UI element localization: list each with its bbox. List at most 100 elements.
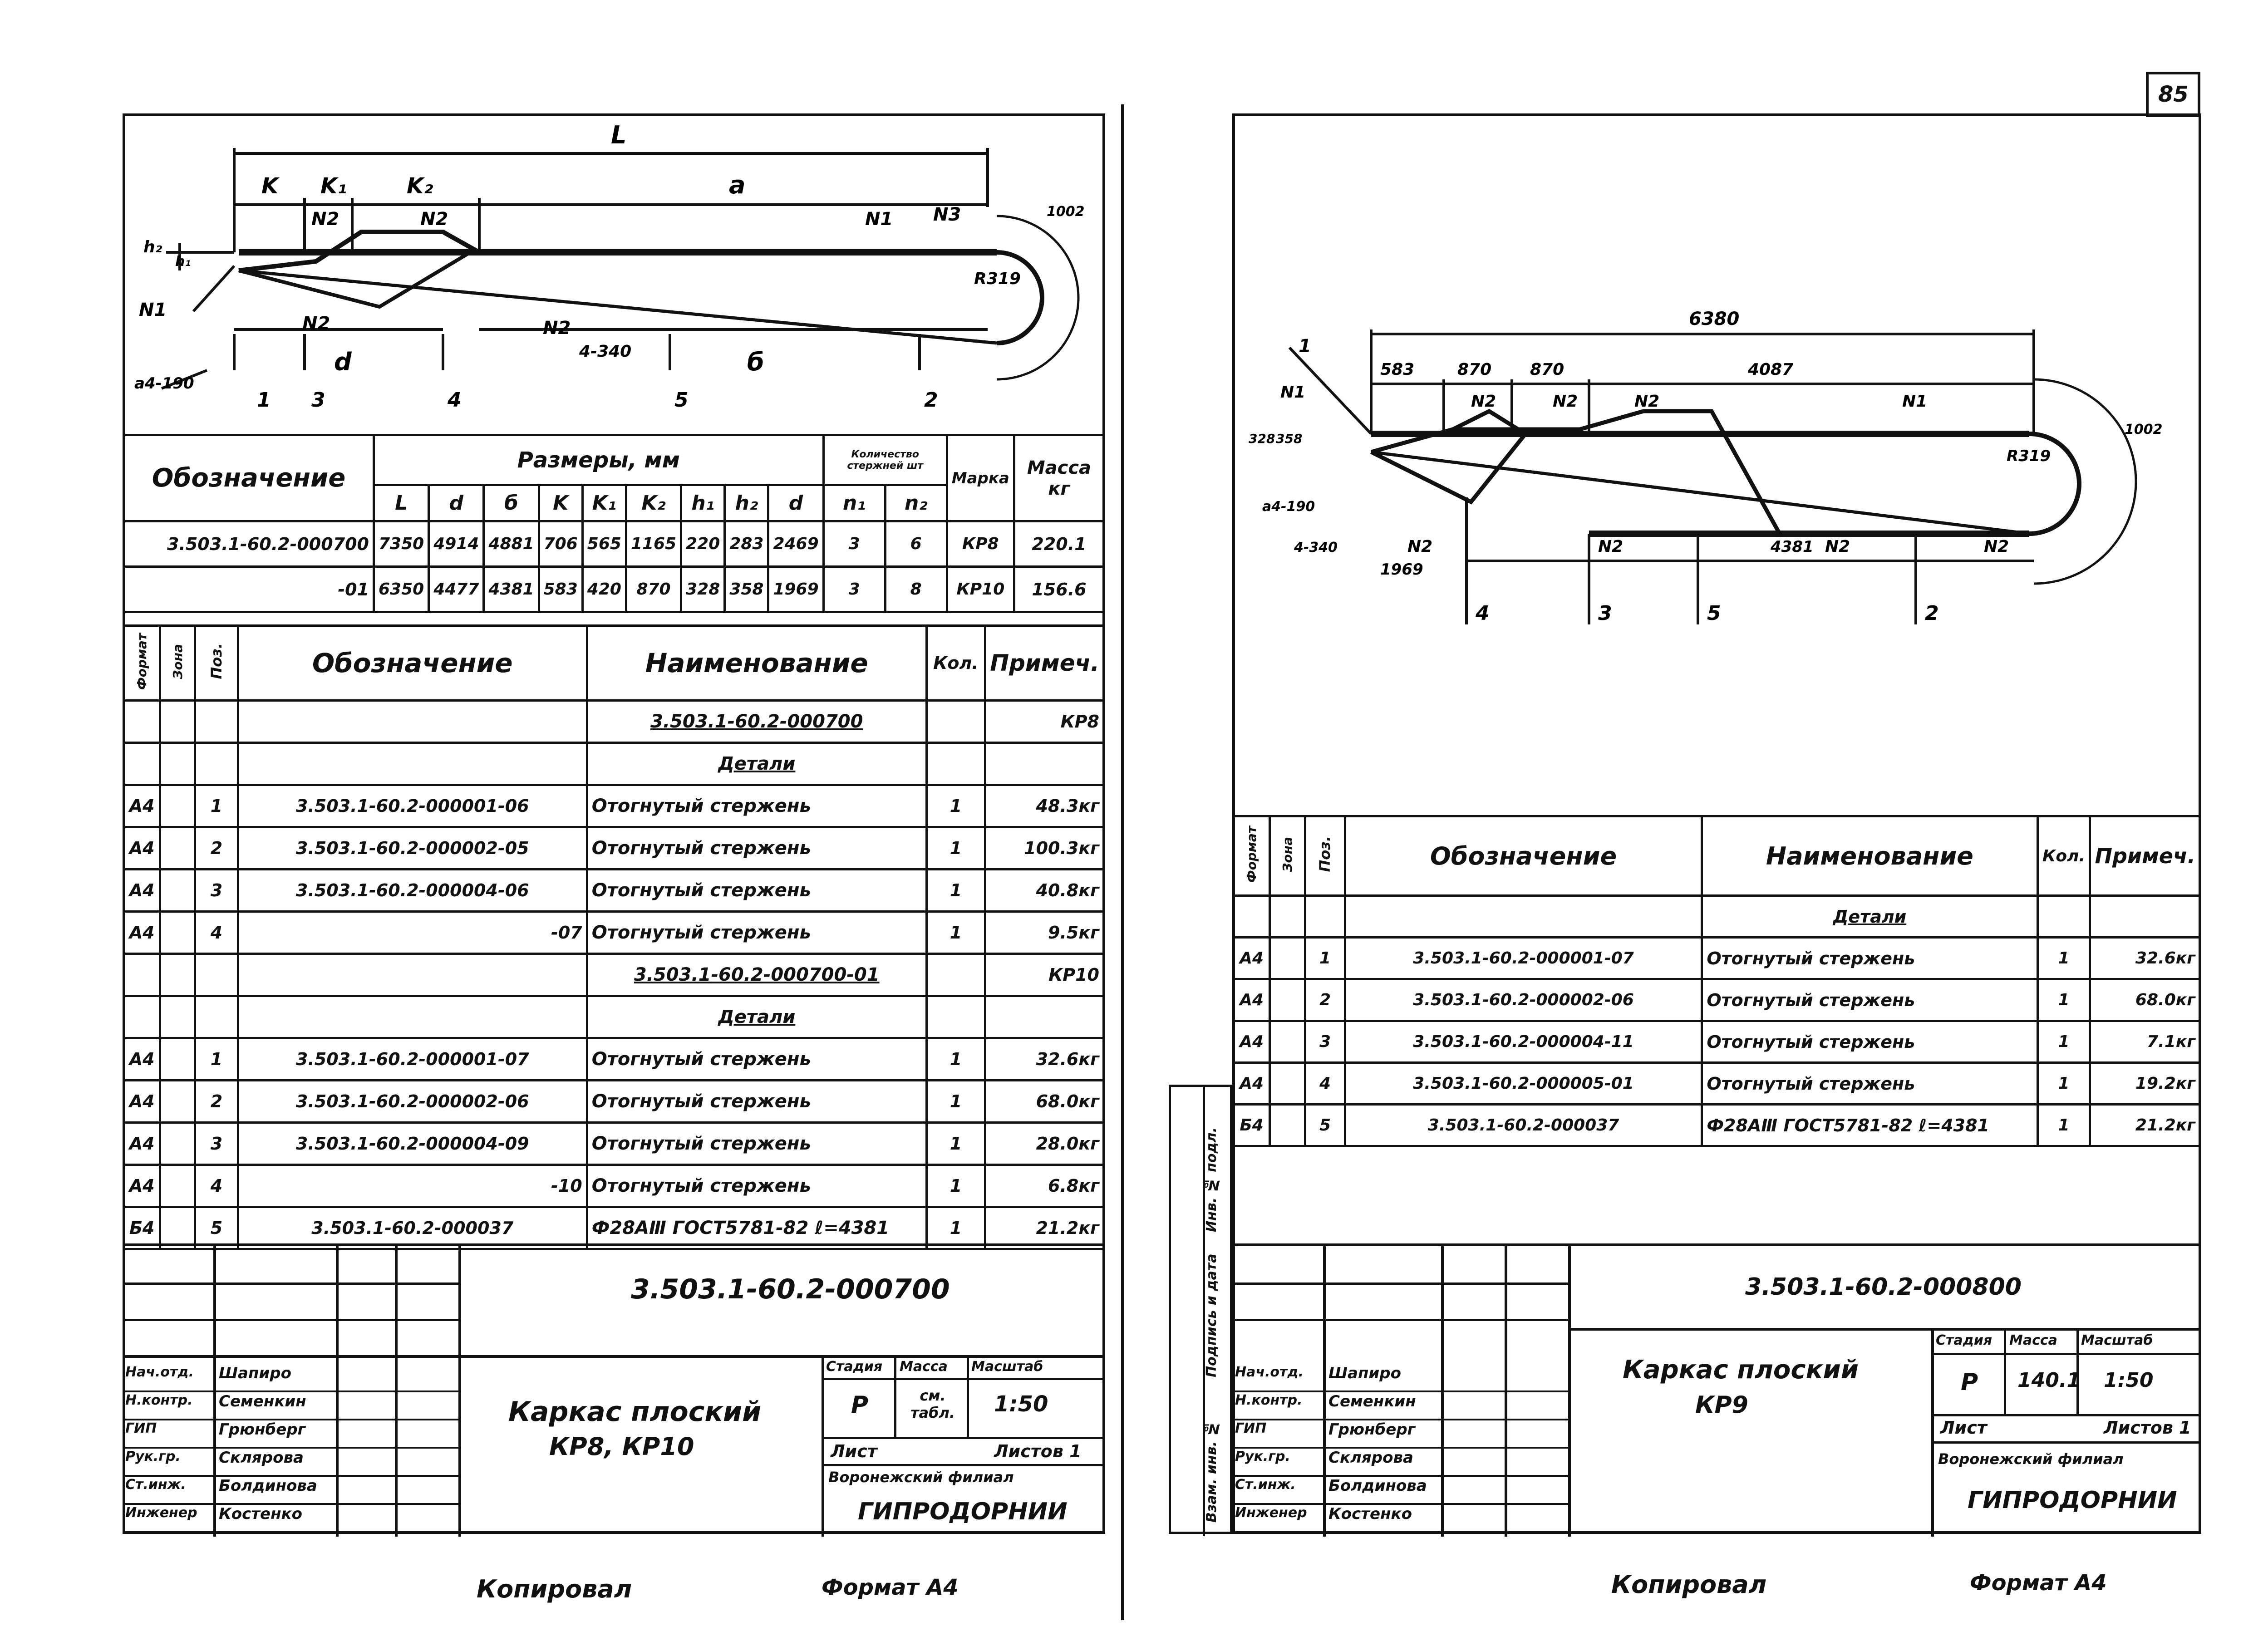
spec-qty: 1 — [2036, 936, 2091, 980]
size-col-header: d — [767, 484, 825, 522]
right-org1: Воронежский филиал — [1938, 1450, 2124, 1468]
spec-zone — [1269, 1020, 1307, 1064]
right-h-mass: Масса — [2009, 1332, 2057, 1348]
spec-designation: 3.503.1-60.2-000004-09 — [236, 1121, 588, 1166]
left-label-step2: 4-340 — [579, 342, 631, 361]
spec-name: Детали — [1701, 894, 2039, 939]
spec-pos: 4 — [1304, 1061, 1346, 1106]
spec-qty: 1 — [925, 1164, 987, 1208]
spec-designation: 3.503.1-60.2-000005-01 — [1343, 1061, 1703, 1106]
spec-format: А4 — [1232, 1020, 1271, 1064]
rspec-h-format: Формат — [1232, 815, 1271, 897]
spec-zone — [1269, 894, 1307, 939]
rspec-h-designation: Обозначение — [1343, 815, 1703, 897]
right-label-section-1: 1 — [1299, 336, 1311, 357]
people-divider — [1232, 1419, 1568, 1420]
size-col-header: d — [428, 484, 485, 522]
right-dim-583: 583 — [1380, 360, 1414, 379]
spec-format: А4 — [1232, 1061, 1271, 1106]
people-divider — [123, 1531, 458, 1533]
spec-designation: 3.503.1-60.2-000001-06 — [236, 784, 588, 828]
size-row-value: 2469 — [767, 520, 825, 568]
spec-name: Отогнутый стержень — [585, 1079, 928, 1124]
spec-name: Ф28АⅢ ГОСТ5781-82 ℓ=4381 — [585, 1206, 928, 1250]
left-dim-K: K — [261, 173, 280, 199]
spec-name: Отогнутый стержень — [585, 1037, 928, 1081]
people-divider — [123, 1419, 458, 1420]
left-footer-format: Формат А4 — [822, 1575, 959, 1600]
size-row-value: 1165 — [625, 520, 683, 568]
left-code: 3.503.1-60.2-000700 — [631, 1273, 950, 1305]
size-row-value: 565 — [581, 520, 627, 568]
size-row-value: 6350 — [372, 565, 430, 613]
right-spec-table: Формат Зона Поз. Обозначение Наименовани… — [1232, 815, 2201, 1147]
spec-h-note: Примеч. — [984, 624, 1105, 702]
spec-name: 3.503.1-60.2-000700 — [585, 699, 928, 744]
spec-note: 6.8кг — [984, 1164, 1105, 1208]
spec-pos: 5 — [194, 1206, 239, 1250]
right-label-n2-b: N2 — [1553, 392, 1578, 411]
size-row-value: 283 — [723, 520, 770, 568]
people-name: Семенкин — [219, 1392, 306, 1410]
right-h-stage: Стадия — [1936, 1332, 1992, 1348]
left-section-4: 4 — [447, 388, 462, 412]
spec-name: Отогнутый стержень — [1701, 1061, 2039, 1106]
right-section-3: 3 — [1598, 602, 1612, 625]
spec-note: 9.5кг — [984, 910, 1105, 955]
spec-pos: 2 — [194, 826, 239, 870]
spec-format: А4 — [1232, 936, 1271, 980]
center-divider — [1121, 104, 1124, 1620]
spec-pos: 3 — [194, 868, 239, 913]
spec-pos — [1304, 894, 1346, 939]
spec-designation: -10 — [236, 1164, 588, 1208]
size-row-value: 7350 — [372, 520, 430, 568]
spec-qty — [2036, 894, 2091, 939]
right-dim-870b: 870 — [1530, 360, 1564, 379]
left-title-line2: КР8, КР10 — [549, 1432, 694, 1461]
size-col-header: K₂ — [625, 484, 683, 522]
spec-qty: 1 — [925, 868, 987, 913]
spec-name: Ф28АⅢ ГОСТ5781-82 ℓ=4381 — [1701, 1103, 2039, 1147]
people-divider — [1232, 1447, 1568, 1449]
people-divider — [123, 1391, 458, 1392]
spec-qty: 1 — [2036, 978, 2091, 1022]
people-name: Семенкин — [1328, 1392, 1416, 1410]
right-dim-4087: 4087 — [1747, 360, 1793, 379]
people-role: ГИП — [125, 1420, 157, 1436]
spec-zone — [159, 742, 197, 786]
size-row-value: 4477 — [428, 565, 485, 613]
right-label-n2-a: N2 — [1471, 392, 1496, 411]
left-title-line1: Каркас плоский — [508, 1396, 762, 1428]
side-stamp-label: Взам. инв. № — [1204, 1420, 1220, 1523]
spec-pos: 5 — [1304, 1103, 1346, 1147]
size-col-header: n₂ — [884, 484, 948, 522]
spec-note: 21.2кг — [984, 1206, 1105, 1250]
spec-h-zone: Зона — [159, 624, 197, 702]
spec-format: А4 — [122, 868, 162, 913]
spec-format — [122, 953, 162, 997]
size-h-mass: Масса кг — [1013, 434, 1106, 522]
spec-format: А4 — [122, 826, 162, 870]
spec-qty: 1 — [2036, 1020, 2091, 1064]
people-divider — [1232, 1475, 1568, 1477]
left-label-arc: 1002 — [1047, 204, 1085, 220]
right-rebar-drawing: 6380 583 870 870 4087 328 358 N1 N1 N2 N… — [1249, 309, 2163, 625]
spec-format: А4 — [122, 910, 162, 955]
left-section-5: 5 — [674, 388, 689, 412]
left-label-b: б — [747, 348, 764, 376]
right-h-scale: Масштаб — [2081, 1332, 2153, 1348]
right-section-4: 4 — [1475, 602, 1490, 625]
spec-name: Отогнутый стержень — [585, 868, 928, 913]
spec-pos: 4 — [194, 910, 239, 955]
spec-zone — [159, 953, 197, 997]
people-role: Ст.инж. — [125, 1477, 186, 1493]
size-col-header: h₂ — [723, 484, 770, 522]
spec-zone — [159, 826, 197, 870]
side-stamp-label: Инв. № подл. — [1204, 1127, 1220, 1232]
